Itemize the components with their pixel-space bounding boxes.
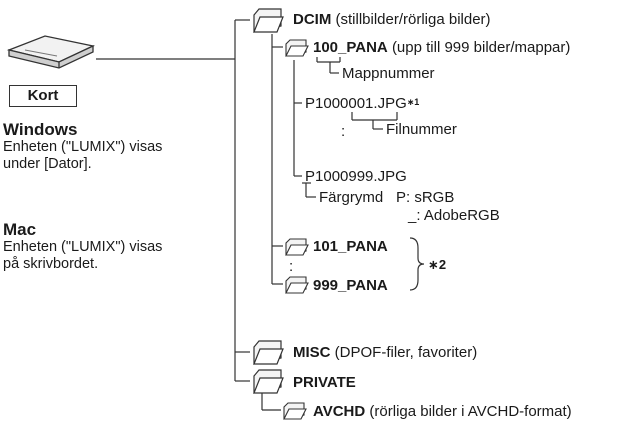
- file-first-name: P1000001.JPG: [305, 95, 407, 112]
- misc-row: MISC (DPOF-filer, favoriter): [293, 344, 477, 362]
- folder-number-label: Mappnummer: [342, 65, 435, 82]
- file-first-row: P1000001.JPG∗1: [305, 95, 419, 113]
- misc-desc: (DPOF-filer, favoriter): [334, 344, 478, 361]
- misc-folder-icon: [253, 340, 284, 365]
- avchd-folder-icon: [283, 402, 307, 420]
- note2-mark: ∗2: [428, 257, 447, 272]
- mac-title: Mac: [3, 220, 37, 239]
- avchd-name: AVCHD: [313, 403, 366, 420]
- pana101-folder-icon: [285, 238, 309, 256]
- avchd-desc: (rörliga bilder i AVCHD-format): [369, 403, 572, 420]
- pana100-row: 100_PANA (upp till 999 bilder/mappar): [313, 39, 570, 57]
- color-space-srgb: P: sRGB: [396, 189, 455, 206]
- file-number-label: Filnummer: [386, 121, 457, 138]
- private-name: PRIVATE: [293, 374, 356, 391]
- avchd-row: AVCHD (rörliga bilder i AVCHD-format): [313, 403, 572, 421]
- sd-card-reader-icon: [6, 35, 96, 69]
- pana999-name: 999_PANA: [313, 277, 388, 294]
- card-label: Kort: [9, 85, 77, 107]
- ellipsis-files: :: [341, 123, 346, 140]
- windows-text-line1: Enheten ("LUMIX") visas: [3, 139, 163, 155]
- pana100-folder-icon: [285, 39, 309, 57]
- pana101-name: 101_PANA: [313, 238, 388, 255]
- windows-title: Windows: [3, 120, 78, 139]
- dcim-row: DCIM (stillbilder/rörliga bilder): [293, 11, 491, 29]
- file-last-name: P1000999.JPG: [305, 168, 407, 185]
- mac-text-line2: på skrivbordet.: [3, 256, 99, 272]
- color-space-adobe: _: AdobeRGB: [408, 207, 500, 224]
- pana100-desc: (upp till 999 bilder/mappar): [391, 39, 571, 56]
- misc-name: MISC: [293, 344, 331, 361]
- pana999-folder-icon: [285, 276, 309, 294]
- private-folder-icon: [253, 369, 284, 394]
- ellipsis-folders: :: [289, 258, 294, 275]
- pana100-name: 100_PANA: [313, 39, 388, 56]
- dcim-desc: (stillbilder/rörliga bilder): [335, 11, 491, 28]
- color-space-label: Färgrymd: [319, 189, 384, 206]
- dcim-name: DCIM: [293, 11, 332, 28]
- mac-text-line1: Enheten ("LUMIX") visas: [3, 239, 163, 255]
- windows-text-line2: under [Dator].: [3, 156, 92, 172]
- dcim-folder-icon: [253, 8, 284, 33]
- note1-mark: ∗1: [406, 97, 420, 107]
